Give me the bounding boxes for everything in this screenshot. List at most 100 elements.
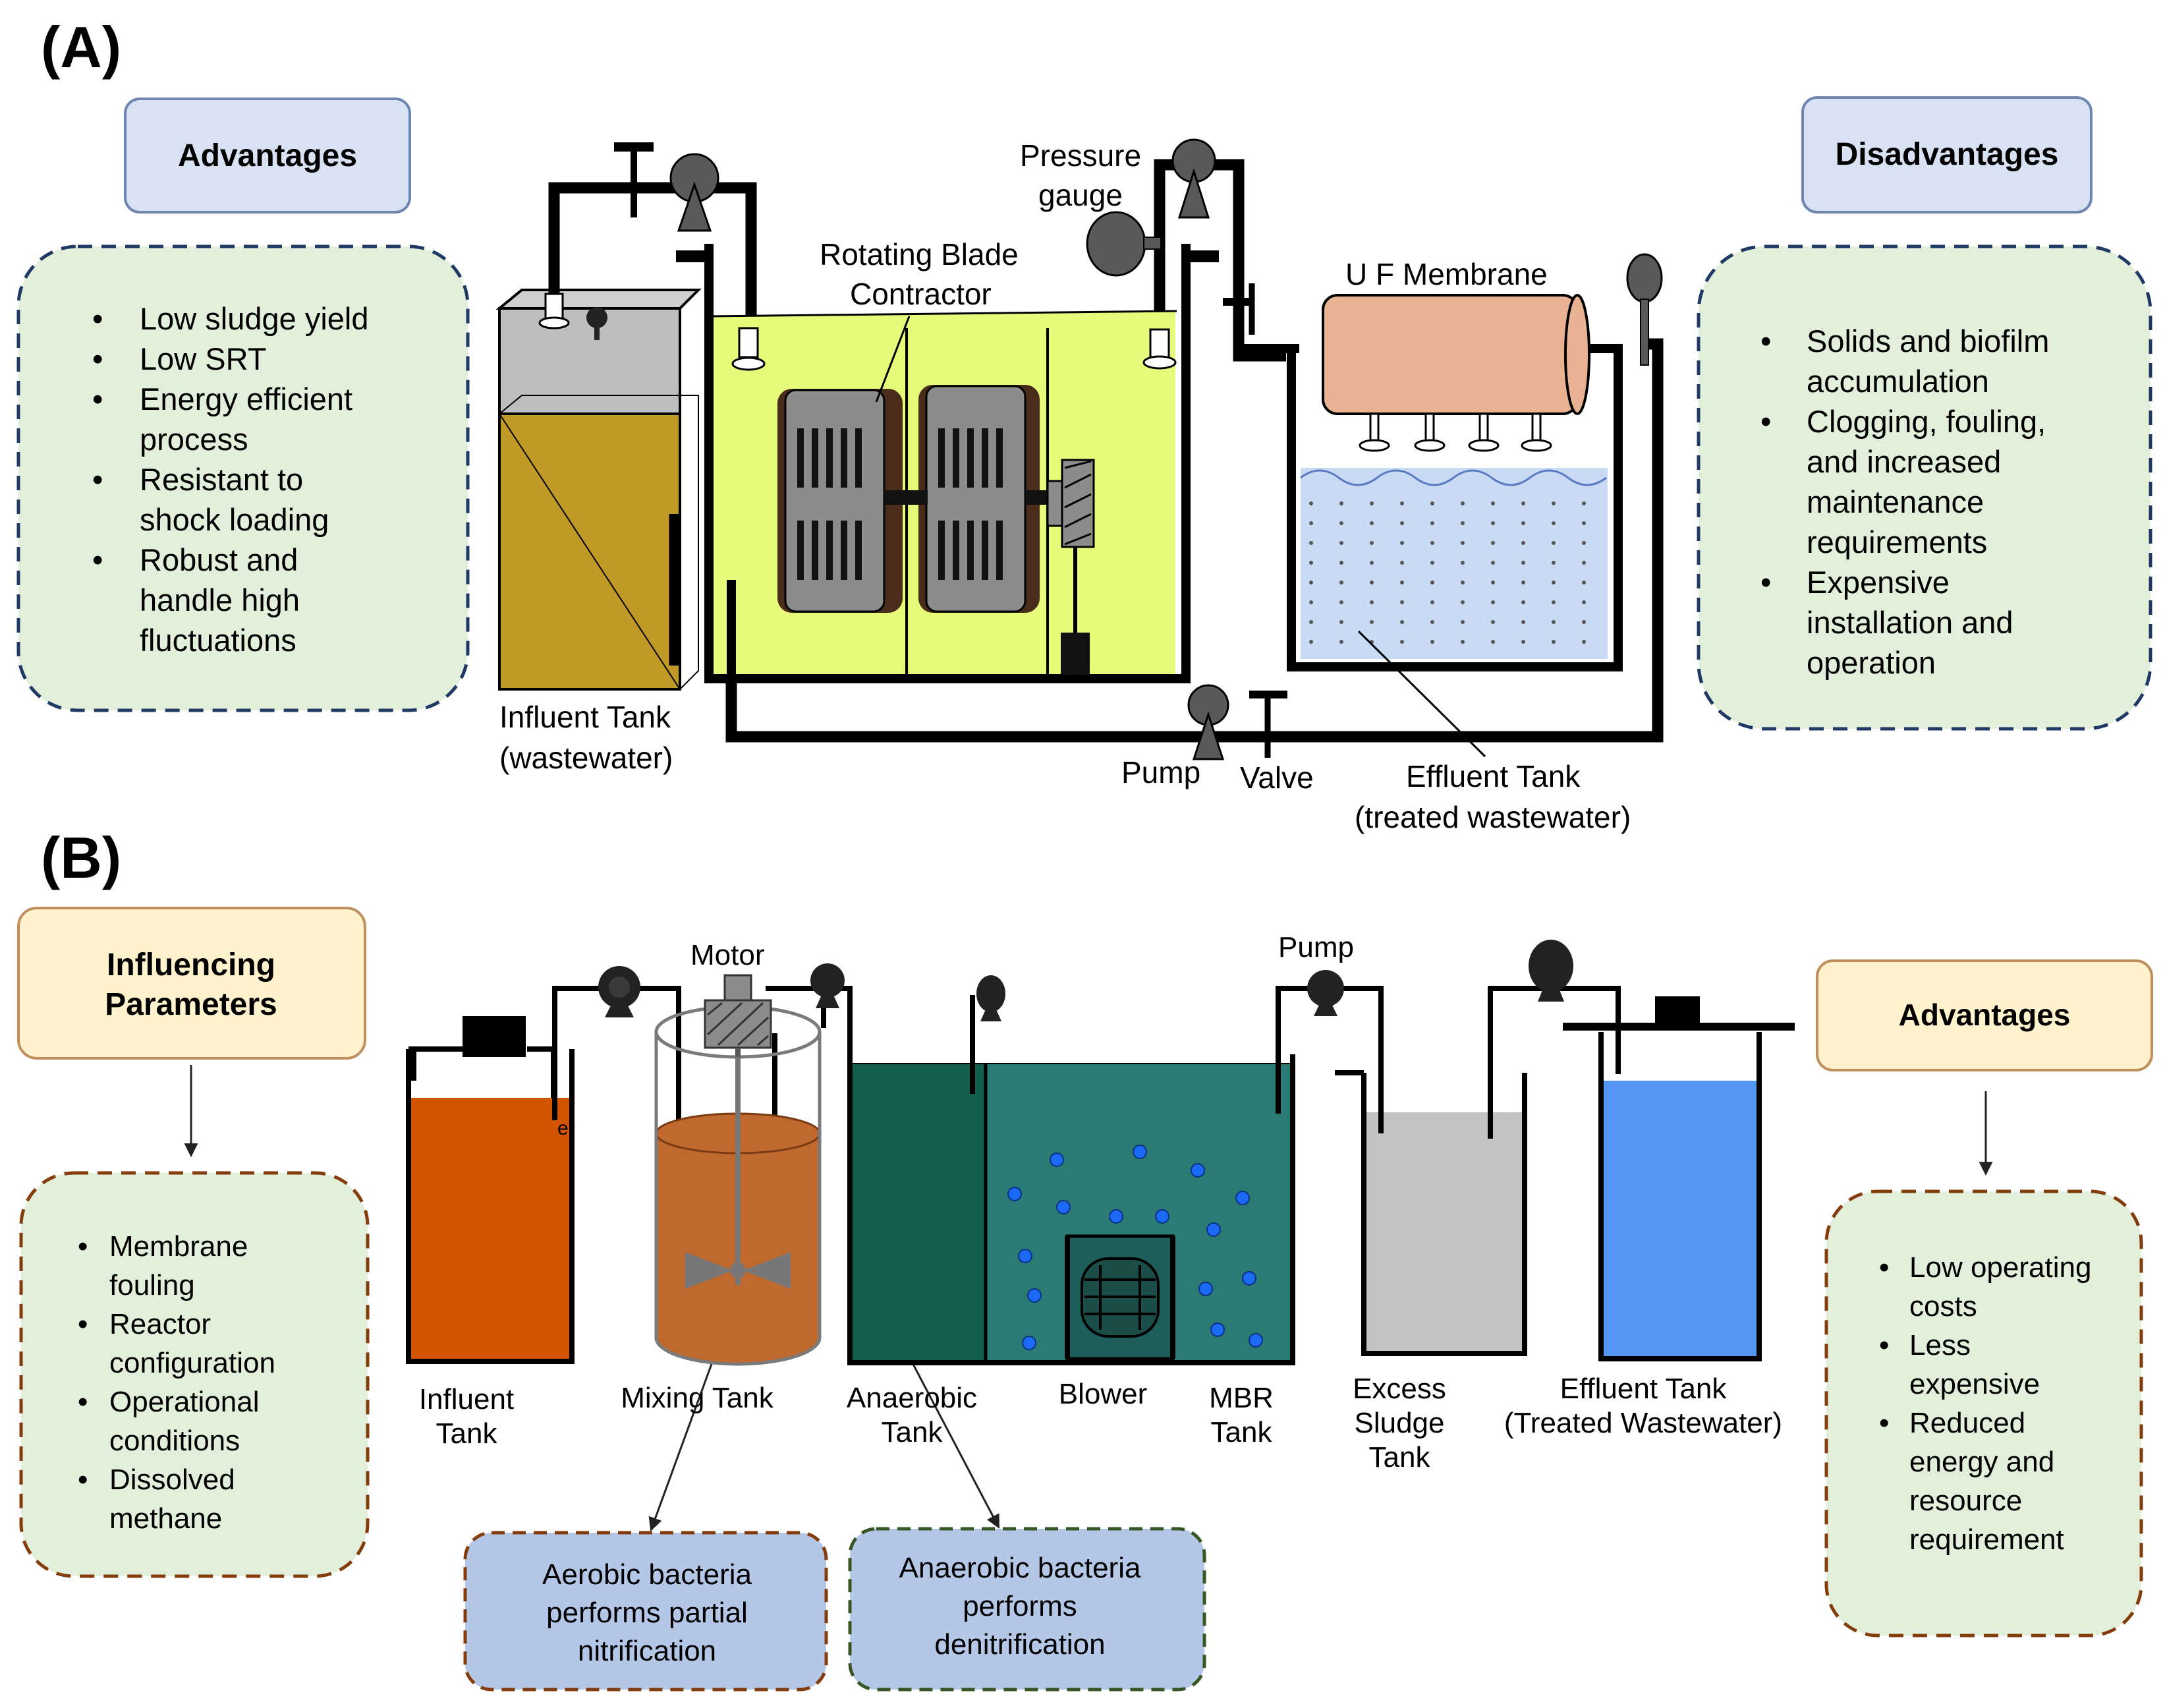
- bullet-glyph: •: [1760, 565, 1771, 600]
- disadvantages-header: [1801, 96, 2093, 214]
- pressure-gauge-label-2: gauge: [1038, 178, 1123, 212]
- bullet-glyph: •: [78, 1464, 88, 1496]
- stray-label: er: [557, 1118, 575, 1139]
- panel-b-labels: Motor Pump er Influent Tank Mixing Tank …: [419, 931, 1782, 1473]
- influencing-list: •Membranefouling•Reactorconfiguration•Op…: [78, 1230, 275, 1535]
- uf-membrane-label: U F Membrane: [1345, 257, 1548, 291]
- advantages-b-title: Advantages: [1899, 998, 2071, 1032]
- list-item-line: resource: [1909, 1485, 2022, 1517]
- effluent-pointer-a: [1357, 630, 1486, 758]
- list-item-line: methane: [109, 1502, 222, 1535]
- disadvantages-title: Disadvantages: [1836, 137, 2059, 172]
- influencing-title-2: Parameters: [105, 987, 277, 1022]
- effluent-b-label: Effluent Tank: [1560, 1373, 1728, 1405]
- air-bubbles: [1007, 1145, 1263, 1350]
- bullet-glyph: •: [92, 542, 103, 577]
- influent-b-label-2: Tank: [436, 1417, 498, 1450]
- influent-tank-a-label-2: (wastewater): [499, 741, 673, 775]
- list-item-line: Low sludge yield: [140, 301, 369, 336]
- pump-b2-icon: [810, 963, 845, 1008]
- disadvantages-box: [1697, 244, 2152, 731]
- bullet-glyph: •: [1760, 324, 1771, 358]
- note-line: performs: [963, 1590, 1077, 1622]
- pump-a2-icon: [1171, 138, 1216, 219]
- blower-unit: [1065, 1234, 1175, 1361]
- anaerobic-note-text: Anaerobic bacteria performs denitrificatio…: [899, 1552, 1141, 1661]
- effluent-tank-b: [1563, 996, 1795, 1361]
- mbr-tank-label-2: Tank: [1211, 1416, 1273, 1448]
- list-item-line: maintenance: [1807, 484, 1984, 519]
- pump-b4-icon: [1307, 970, 1344, 1016]
- advantages-b-box: [1824, 1189, 2143, 1637]
- excess-sludge-label-2: Sludge: [1354, 1407, 1444, 1439]
- motor-icon: [704, 974, 772, 1057]
- valve-knob-right-icon: [1626, 253, 1663, 366]
- list-item-line: requirements: [1807, 525, 1987, 559]
- advantages-a-header: [124, 98, 411, 214]
- anaerobic-mbr-tank: [847, 1020, 1295, 1365]
- advantages-a-title: Advantages: [178, 138, 357, 173]
- note-line: Anaerobic bacteria: [899, 1552, 1141, 1584]
- list-item-line: fouling: [109, 1269, 195, 1301]
- bullet-glyph: •: [78, 1308, 88, 1340]
- effluent-tank-a-label-2: (treated wastewater): [1355, 800, 1631, 834]
- effluent-b-label-2: (Treated Wastewater): [1504, 1407, 1782, 1439]
- list-item-line: process: [140, 422, 248, 457]
- bullet-glyph: •: [1879, 1407, 1889, 1439]
- excess-sludge-label-3: Tank: [1369, 1441, 1431, 1473]
- influencing-title: Influencing: [107, 948, 275, 982]
- mbr-tank-label: MBR: [1209, 1382, 1274, 1414]
- list-item-line: Membrane: [109, 1230, 248, 1263]
- pump-a-label: Pump: [1121, 755, 1200, 789]
- pump-b3-icon: [976, 975, 1005, 1021]
- advantages-a-list: •Low sludge yield•Low SRT•Energy efficie…: [92, 301, 369, 658]
- list-item-line: operation: [1807, 645, 1936, 680]
- influent-tank-b: [406, 1016, 575, 1364]
- influent-pump-box: [463, 1016, 526, 1057]
- rotating-disc-2: [918, 385, 1040, 613]
- list-item-line: Reduced: [1909, 1407, 2025, 1439]
- pressure-gauge-label: Pressure: [1020, 138, 1141, 173]
- valve-a-label: Valve: [1240, 760, 1314, 795]
- excess-sludge-label: Excess: [1353, 1373, 1446, 1405]
- anaerobic-tank-label: Anaerobic: [847, 1382, 977, 1414]
- anaerobic-note: Anaerobic bacteria performs denitrificatio…: [848, 1527, 1206, 1692]
- disadvantages-list: •Solids and biofilmaccumulation•Clogging…: [1760, 324, 2049, 680]
- motor-label: Motor: [690, 939, 764, 971]
- influencing-box: [19, 1171, 370, 1578]
- list-item-line: accumulation: [1807, 364, 1989, 399]
- bullet-glyph: •: [92, 341, 103, 376]
- disadvantages-group: Disadvantages • Solids and biofilm accumul…: [1697, 96, 2152, 731]
- advantages-a-group: Advantages •Low sludge yield•Low SRT•Ene…: [16, 98, 470, 712]
- mixing-tank: [654, 1005, 822, 1366]
- effluent-tank-a-label: Effluent Tank: [1406, 759, 1581, 793]
- list-item-line: Solids and biofilm: [1807, 324, 2049, 358]
- note-line: Aerobic bacteria: [542, 1558, 752, 1591]
- list-item-line: energy and: [1909, 1446, 2054, 1478]
- list-item-line: Less: [1909, 1329, 1971, 1361]
- pipes-a: [548, 159, 1664, 743]
- advantages-b-header: [1816, 959, 2153, 1071]
- list-item-line: shock loading: [140, 502, 329, 537]
- rotating-blade-label-2: Contractor: [850, 277, 992, 311]
- influencing-group: Influencing Parameters • Membrane fouling •…: [17, 907, 370, 1578]
- note-line: denitrification: [934, 1628, 1105, 1661]
- inlet-valve-a: [614, 142, 654, 217]
- rotating-blade-label: Rotating Blade: [820, 237, 1019, 271]
- pump-a1-icon: [669, 153, 719, 232]
- bullet-glyph: •: [1879, 1251, 1889, 1284]
- advantages-b-group: Advantages •Low operatingcosts•Lessexpen…: [1816, 959, 2153, 1637]
- list-item-line: expensive: [1909, 1368, 2040, 1400]
- influent-tank-a: [495, 289, 702, 691]
- effluent-pump-box: [1655, 996, 1700, 1027]
- disc-shaft-and-drive: [884, 459, 1095, 675]
- pump-a3-icon: [1187, 684, 1229, 760]
- aerobic-pointer: [648, 1363, 713, 1531]
- excess-sludge-tank: [1335, 988, 1527, 1356]
- pressure-gauge-icon: [1086, 211, 1162, 277]
- bullet-glyph: •: [92, 301, 103, 336]
- list-item-line: and increased: [1807, 444, 2001, 479]
- valve-a-right: [1223, 283, 1255, 335]
